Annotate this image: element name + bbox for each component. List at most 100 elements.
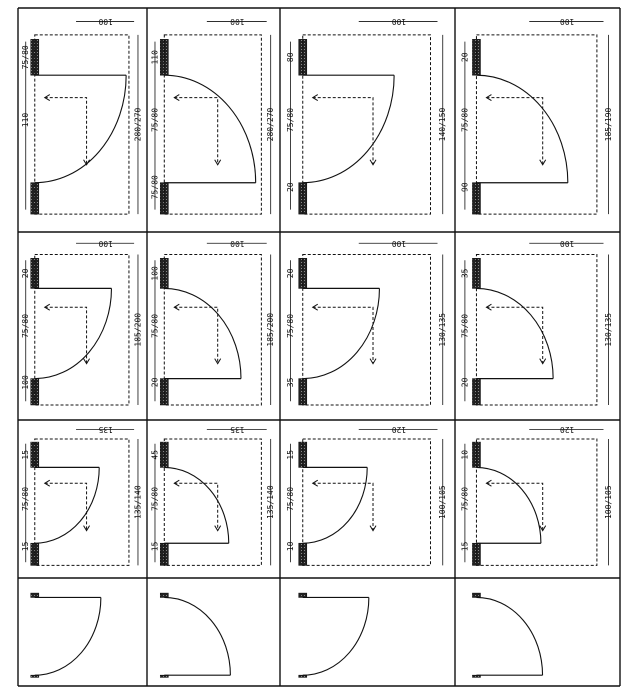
movement-path [486,306,544,364]
side-dimension-label: 130/135 [438,313,447,347]
door-swing-arc [164,466,230,544]
clearance-area [34,438,130,566]
clearance-area [302,254,431,406]
movement-path [174,306,219,364]
side-dimension-label: 185/190 [604,107,613,141]
side-dimension-label: 100/105 [438,485,447,519]
movement-path [486,97,544,165]
door-swing-arc [302,75,395,184]
door-swing-arc [34,75,127,184]
arrow-head [369,358,377,365]
left-dimension-label: 100 [21,375,30,390]
left-dimension-label: 110 [21,113,30,128]
clearance-area [302,34,431,215]
clearance-area [34,34,130,215]
panels: 100280/27075/80110100280/27011075/8075/8… [21,17,613,678]
movement-path [174,482,219,531]
left-dimension-label: 75/80 [460,314,469,338]
arrow-head [214,358,222,365]
door-swing-arc [164,596,231,676]
clearance-area [163,34,262,215]
wall-segment [298,592,308,598]
left-dimension-label: 20 [460,377,469,387]
side-dimension-label: 135/140 [266,485,275,519]
door-swing-arc [476,74,569,183]
movement-path [174,97,219,165]
side-dimension-label: 100/105 [604,485,613,519]
left-dimension-label: 75/80 [150,108,159,132]
left-dimension-label: 75/80 [286,314,295,338]
top-dimension-label: 100 [560,239,575,248]
top-dimension-label: 100 [230,239,245,248]
wall-segment [298,378,308,406]
left-dimension-label: 20 [286,182,295,192]
door-swing-arc [34,288,113,380]
left-dimension-label: 20 [21,268,30,278]
movement-path [44,97,88,165]
left-dimension-label: 20 [150,377,159,387]
left-dimension-label: 15 [460,541,469,551]
arrow-head [311,303,319,311]
top-dimension-label: 100 [230,17,245,26]
door-swing-arc [476,466,542,544]
left-dimension-label: 100 [150,266,159,281]
left-dimension-label: 110 [150,50,159,65]
top-dimension-label: 100 [392,239,407,248]
left-dimension-label: 20 [286,268,295,278]
left-dimension-label: 45 [150,450,159,460]
left-dimension-label: 75/80 [150,175,159,199]
left-dimension-label: 75/80 [21,314,30,338]
left-dimension-label: 75/80 [286,108,295,132]
side-dimension-label: 280/270 [266,107,275,141]
left-dimension-label: 75/80 [21,487,30,511]
wall-segment [159,592,169,598]
arrow-head [539,525,547,532]
arrow-head [369,159,377,166]
left-dimension-label: 15 [286,450,295,460]
door-swing-arc [476,287,554,379]
arrow-head [43,94,51,102]
top-dimension-label: 100 [98,239,113,248]
top-dimension-label: 135 [98,425,113,434]
arrow-head [173,479,180,487]
side-dimension-label: 135/140 [133,485,142,519]
diagram-panel [30,592,102,678]
wall-segment [30,674,40,678]
movement-path [312,482,374,531]
arrow-head [539,358,547,365]
movement-path [312,306,374,364]
arrow-head [43,479,51,487]
arrow-head [214,525,222,532]
diagram-panel [298,592,370,678]
door-swing-arc [302,288,381,380]
left-dimension-label: 20 [460,52,469,62]
movement-path [312,97,374,165]
movement-path [486,482,544,531]
arrow-head [485,94,492,102]
left-dimension-label: 15 [21,450,30,460]
door-swing-arc [476,596,544,676]
arrow-head [173,94,180,102]
arrow-head [43,303,51,311]
left-dimension-label: 35 [286,377,295,387]
top-dimension-label: 135 [230,425,245,434]
wall-segment [30,592,40,598]
diagram-panel: 100 280/270 110 75/80 75/80 [150,17,275,215]
door-swing-arc [34,597,102,676]
arrow-head [311,94,319,102]
clearance-area [163,438,262,566]
arrow-head [311,479,319,487]
arrow-head [83,525,90,532]
side-dimension-label: 280/270 [133,107,142,141]
door-swing-arc [164,287,242,379]
arrow-head [485,303,492,311]
arrow-head [485,479,492,487]
